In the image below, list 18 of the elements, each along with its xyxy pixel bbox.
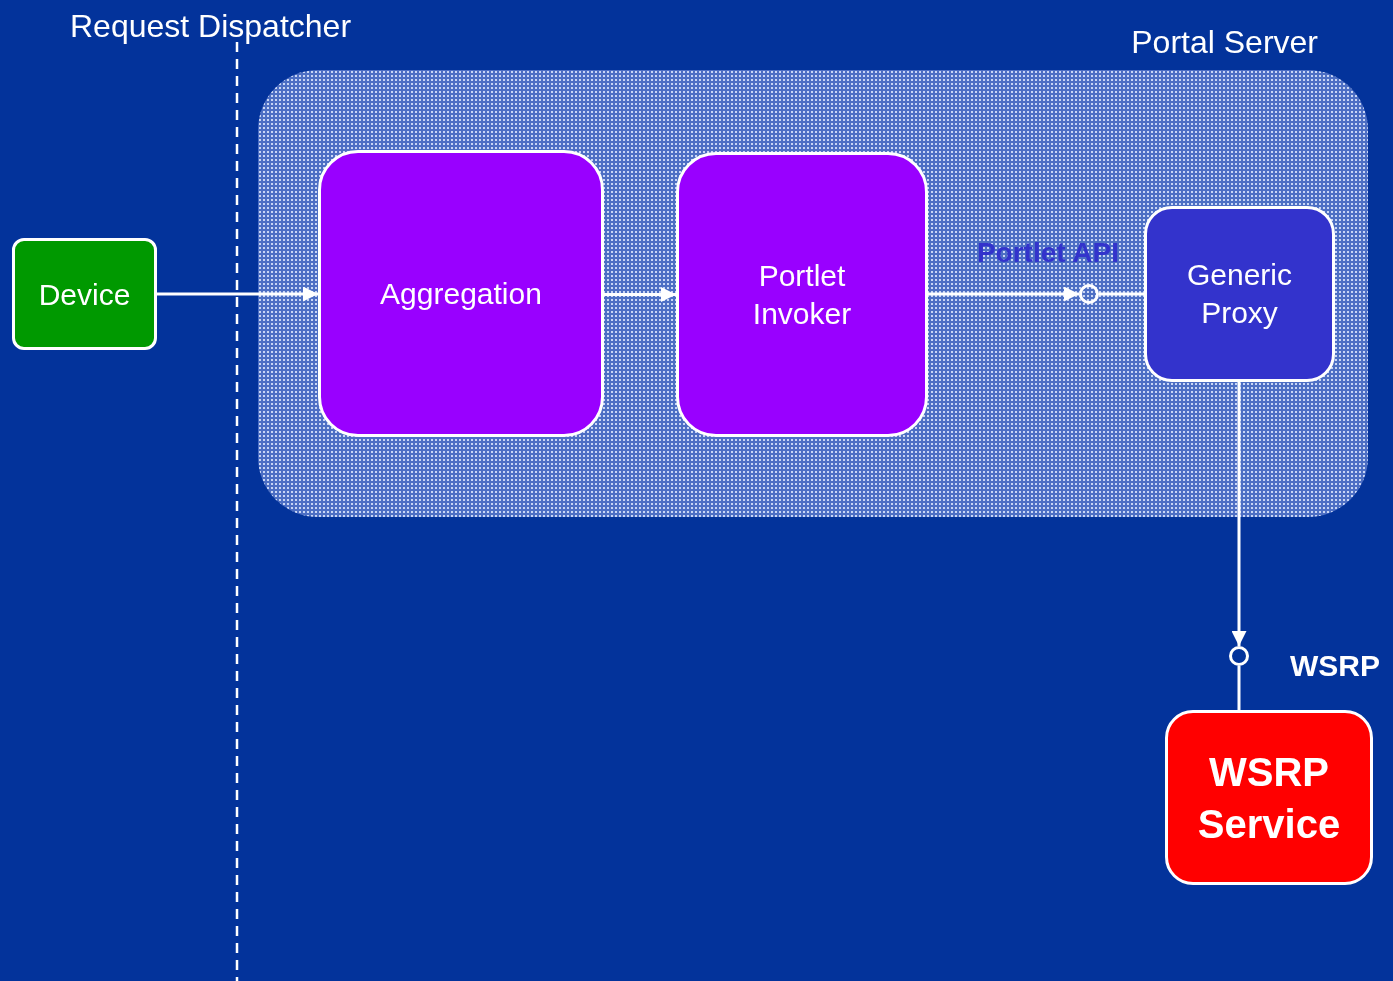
region-title: Portal Server [1131,23,1318,62]
node-label: Device [38,276,131,313]
section-label: Request Dispatcher [70,7,352,46]
connector-arrow [928,286,1079,302]
process-box [676,152,928,437]
proxy-box [1144,206,1335,382]
node-label: Aggregation [380,276,542,312]
protocol-label: WSRP [1290,648,1380,684]
connector-arrow [157,286,318,302]
process-box [318,150,604,437]
node-label: Generic Proxy [1185,257,1293,331]
edge-label: Portlet API [976,236,1119,270]
node-label: Portlet Invoker [751,257,853,332]
connector-arrow [604,287,676,302]
device-box [12,238,157,350]
node-label: WSRP Service [1196,748,1342,848]
connector-arrow [1231,382,1247,646]
service-box [1165,710,1373,885]
